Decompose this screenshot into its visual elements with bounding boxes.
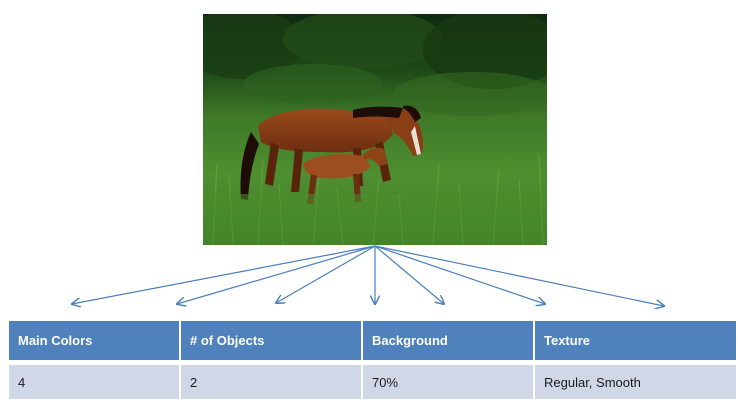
arrow-3 [276,245,376,303]
header-texture: Texture [544,333,590,348]
header-num-objects: # of Objects [190,333,265,348]
arrow-2 [177,245,376,304]
table-header-row: Main Colors # of Objects Background Text… [9,321,736,360]
value-num-objects: 2 [190,374,198,390]
value-main-colors: 4 [18,374,26,390]
header-background: Background [372,333,448,348]
value-background: 70% [372,374,399,390]
arrow-5 [374,245,444,304]
value-texture: Regular, Smooth [544,374,641,390]
table-row: 4 2 70% Regular, Smooth [9,365,736,399]
arrow-7 [374,245,664,306]
arrow-1 [72,245,376,304]
horse-photo [203,14,547,245]
header-main-colors: Main Colors [18,333,93,348]
arrow-6 [374,245,545,304]
feature-table: Main Colors # of Objects Background Text… [9,321,736,399]
